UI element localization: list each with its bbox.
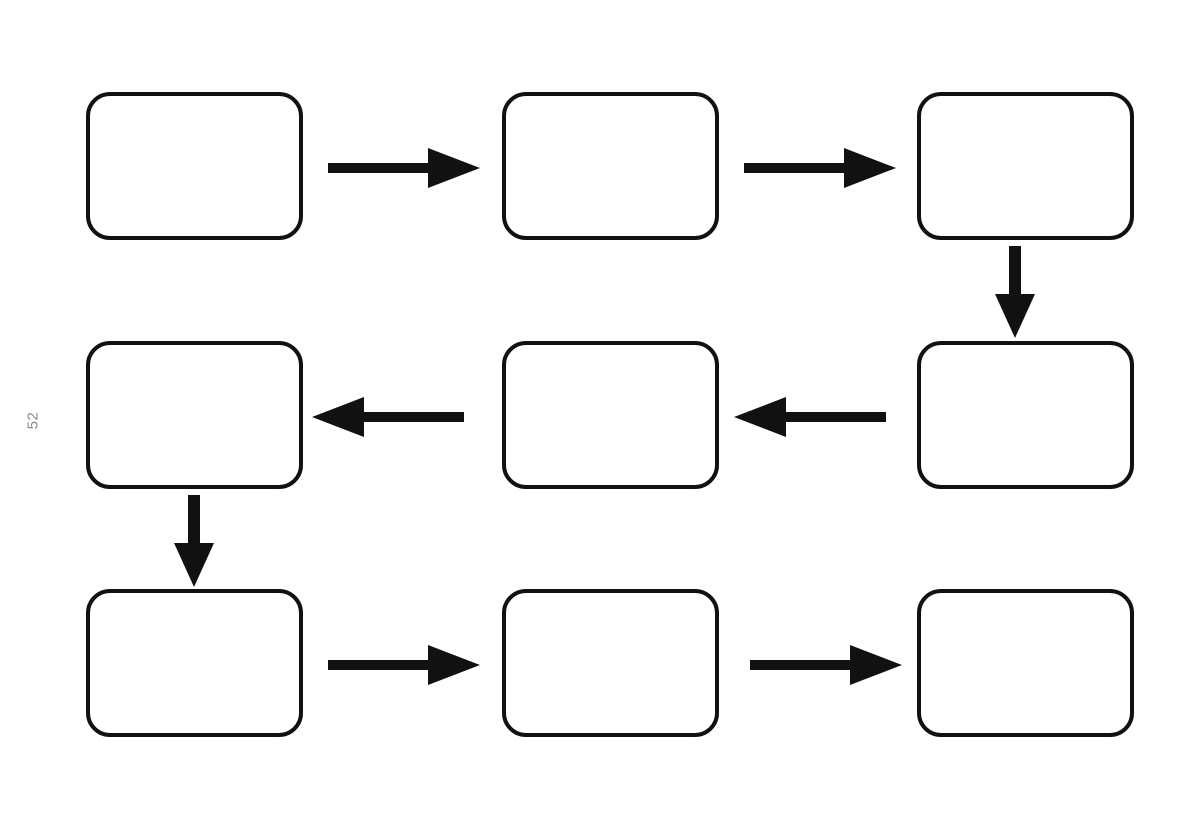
arrow-left-box5-to-box6 [312, 395, 464, 439]
arrow-left-box4-to-box5 [734, 395, 886, 439]
page-number: 52 [24, 411, 42, 430]
flowchart-box-9[interactable] [917, 589, 1134, 737]
arrow-right-box8-to-box9 [750, 643, 902, 687]
flowchart-box-1[interactable] [86, 92, 303, 240]
flowchart-box-8[interactable] [502, 589, 719, 737]
flowchart-box-6[interactable] [86, 341, 303, 489]
arrow-right-box2-to-box3 [744, 146, 896, 190]
flowchart-box-2[interactable] [502, 92, 719, 240]
flowchart-box-3[interactable] [917, 92, 1134, 240]
flowchart-box-7[interactable] [86, 589, 303, 737]
arrow-right-box1-to-box2 [328, 146, 480, 190]
arrow-down-box3-to-box4 [993, 246, 1037, 338]
flowchart-box-5[interactable] [502, 341, 719, 489]
flowchart-box-4[interactable] [917, 341, 1134, 489]
arrow-down-box6-to-box7 [172, 495, 216, 587]
arrow-right-box7-to-box8 [328, 643, 480, 687]
